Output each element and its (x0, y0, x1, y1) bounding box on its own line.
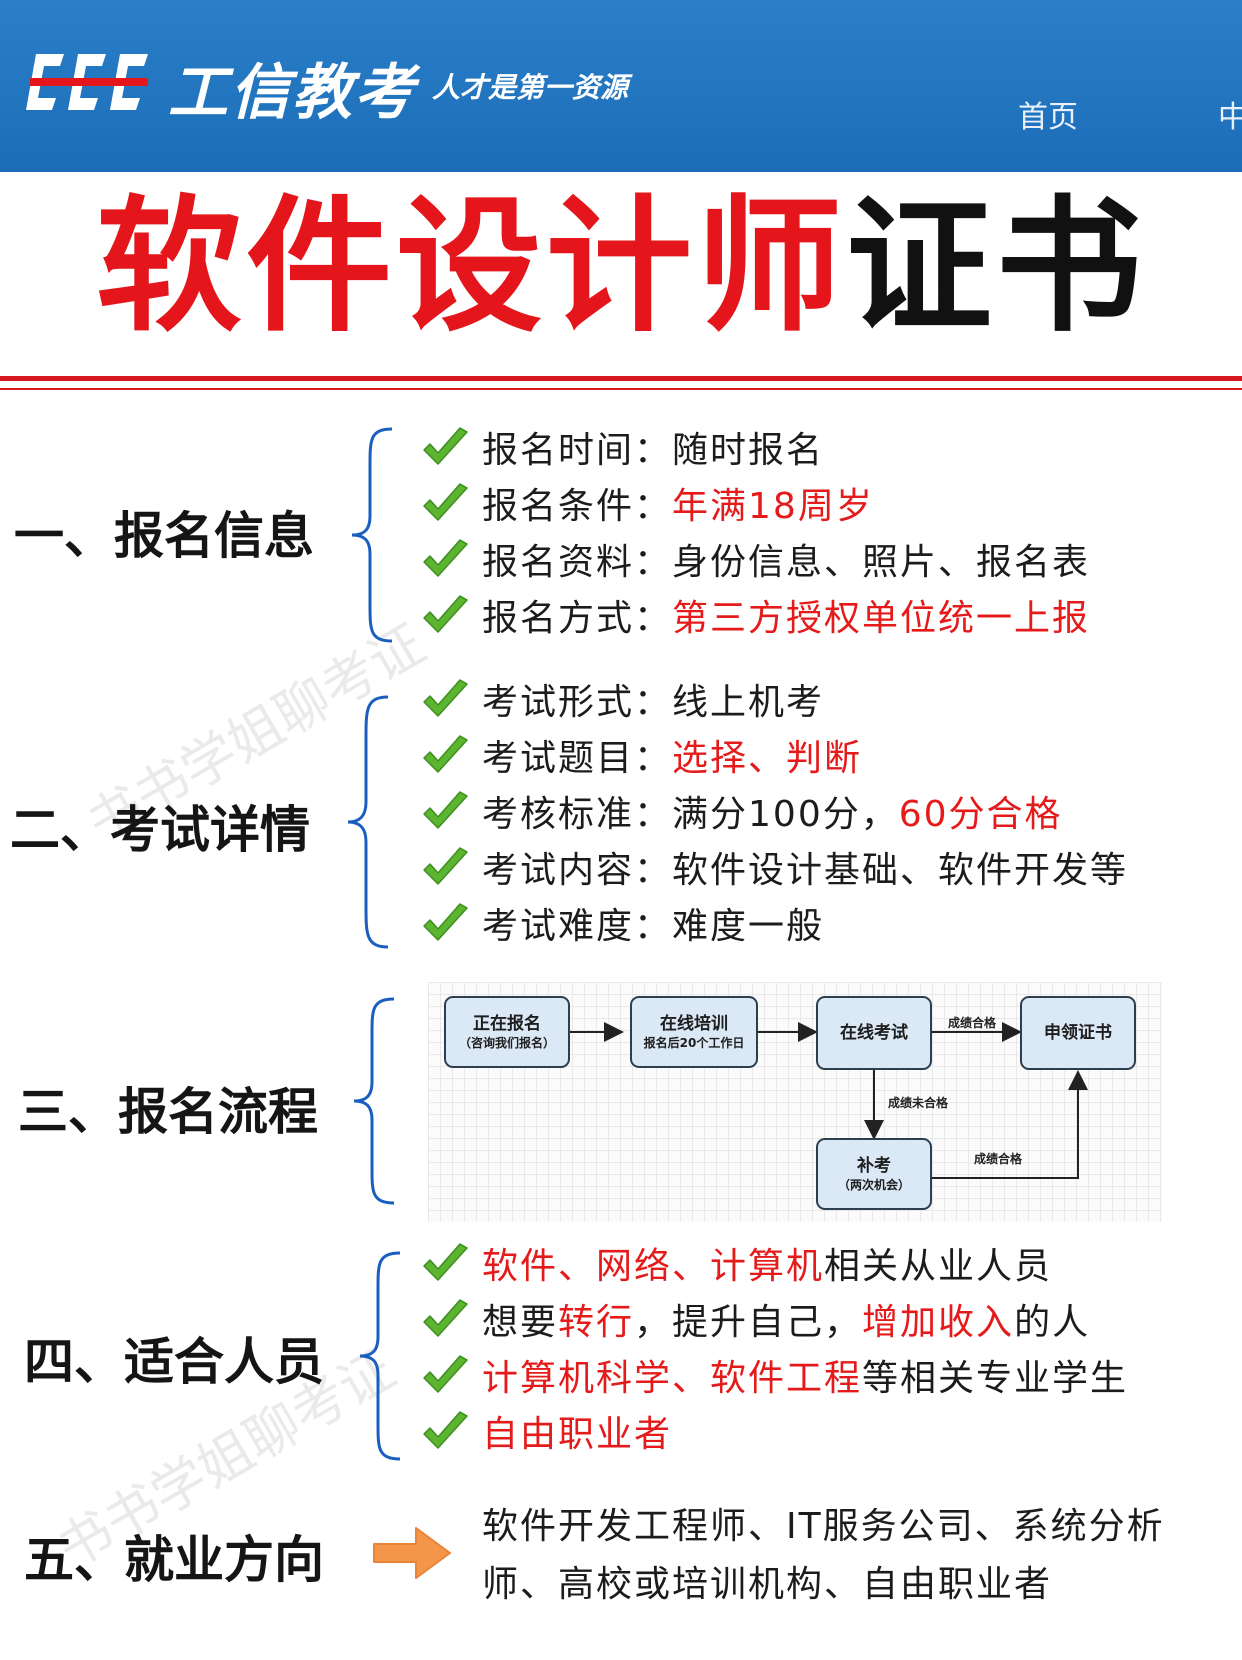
page-title-black: 证书 (846, 181, 1146, 352)
process-flowchart: 正在报名 （咨询我们报名） 在线培训 报名后20个工作日 在线考试 申领证书 补… (428, 982, 1162, 1222)
brand-slogan: 人才是第一资源 (432, 71, 629, 104)
item-value: 第三方授权单位统一上报 (672, 598, 1091, 639)
item-label: 考试内容： (482, 850, 673, 891)
check-icon (420, 902, 470, 946)
career-directions-text: 软件开发工程师、IT服务公司、系统分析师、高校或培训机构、自由职业者 (482, 1506, 1165, 1605)
item-label: 考试难度： (482, 906, 673, 947)
section-heading-registration: 一、报名信息 (14, 506, 314, 565)
title-divider-thin (0, 388, 1242, 390)
brace-icon (351, 427, 393, 643)
check-icon (420, 678, 470, 722)
check-icon (420, 1410, 470, 1454)
title-divider-thick (0, 376, 1242, 381)
page-title: 软件设计师证书 (0, 178, 1242, 356)
section-heading-suitable-people: 四、适合人员 (24, 1332, 324, 1391)
node-title: 申领证书 (1044, 1023, 1112, 1043)
item-value: 选择、判断 (672, 738, 863, 779)
nav-next-link[interactable]: 中 (1218, 100, 1242, 135)
flow-connectors (570, 1022, 1088, 1179)
item-text: 的人 (1014, 1302, 1091, 1343)
item-value: 身份信息、照片、报名表 (672, 542, 1091, 583)
node-title: 补考 (857, 1156, 891, 1176)
item-value: 难度一般 (672, 906, 825, 947)
item-value: 随时报名 (672, 430, 825, 471)
check-icon (420, 734, 470, 778)
node-title: 正在报名 (473, 1014, 541, 1034)
flow-node-train: 在线培训 报名后20个工作日 (630, 996, 758, 1068)
item-highlight: 自由职业者 (482, 1414, 673, 1455)
flow-node-apply: 正在报名 （咨询我们报名） (444, 996, 570, 1068)
list-item: 考试形式：线上机考 (420, 676, 824, 730)
list-item: 考试题目：选择、判断 (420, 732, 862, 786)
flow-node-exam: 在线考试 (816, 996, 932, 1070)
check-icon (420, 538, 470, 582)
item-value: 线上机考 (672, 682, 825, 723)
brace-icon (347, 695, 389, 949)
section-heading-process: 三、报名流程 (18, 1082, 318, 1141)
header-bar: 工信教考 人才是第一资源 首页 中 (0, 0, 1242, 172)
node-subtitle: （咨询我们报名） (458, 1036, 555, 1050)
node-title: 在线考试 (840, 1023, 908, 1043)
brace-icon (353, 997, 395, 1205)
list-item: 考核标准：满分100分，60分合格 (420, 788, 1063, 842)
page-title-red: 软件设计师 (96, 181, 846, 352)
item-label: 报名方式： (482, 598, 673, 639)
section-heading-exam-details: 二、考试详情 (10, 800, 310, 859)
item-label: 考试题目： (482, 738, 673, 779)
list-item: 报名时间：随时报名 (420, 424, 824, 478)
item-text: 等相关专业学生 (862, 1358, 1129, 1399)
check-icon (420, 1354, 470, 1398)
item-label: 考核标准： (482, 794, 673, 835)
item-value: 年满18周岁 (672, 486, 874, 527)
item-text: 想要 (482, 1302, 559, 1343)
flow-node-retake: 补考 （两次机会） (816, 1138, 932, 1210)
list-item: 报名方式：第三方授权单位统一上报 (420, 592, 1090, 646)
flow-node-cert: 申领证书 (1020, 996, 1136, 1070)
item-highlight: 计算机科学、软件工程 (482, 1358, 863, 1399)
item-highlight: 增加收入 (862, 1302, 1015, 1343)
list-item: 报名条件：年满18周岁 (420, 480, 874, 534)
item-label: 考试形式： (482, 682, 673, 723)
list-item: 计算机科学、软件工程等相关专业学生 (420, 1352, 1128, 1406)
item-highlight: 软件、网络、计算机 (482, 1246, 825, 1287)
item-text: ，提升自己， (634, 1302, 863, 1343)
item-highlight: 转行 (558, 1302, 635, 1343)
list-item: 自由职业者 (420, 1408, 672, 1462)
list-item: 软件、网络、计算机相关从业人员 (420, 1240, 1052, 1294)
list-item: 考试内容：软件设计基础、软件开发等 (420, 844, 1128, 898)
list-item: 想要转行，提升自己，增加收入的人 (420, 1296, 1090, 1350)
check-icon (420, 790, 470, 834)
check-icon (420, 1298, 470, 1342)
check-icon (420, 1242, 470, 1286)
brace-icon (359, 1251, 401, 1461)
check-icon (420, 426, 470, 470)
edge-label-fail: 成绩未合格 (888, 1096, 949, 1110)
item-value: 满分100分， (672, 794, 899, 835)
item-value: 软件设计基础、软件开发等 (672, 850, 1129, 891)
edge-label-retake-pass: 成绩合格 (974, 1152, 1023, 1166)
node-subtitle: （两次机会） (837, 1178, 910, 1192)
section-heading-career: 五、就业方向 (24, 1530, 324, 1589)
node-title: 在线培训 (660, 1014, 728, 1034)
brand-name: 工信教考 (168, 58, 416, 128)
check-icon (420, 846, 470, 890)
list-item: 考试难度：难度一般 (420, 900, 824, 954)
item-value-highlight: 60分合格 (898, 794, 1063, 835)
item-label: 报名条件： (482, 486, 673, 527)
item-text: 相关从业人员 (824, 1246, 1053, 1287)
node-subtitle: 报名后20个工作日 (643, 1036, 745, 1050)
nav-home-link[interactable]: 首页 (1018, 100, 1078, 135)
item-label: 报名资料： (482, 542, 673, 583)
item-label: 报名时间： (482, 430, 673, 471)
check-icon (420, 482, 470, 526)
edge-label-pass: 成绩合格 (948, 1016, 997, 1030)
arrow-right-icon (373, 1527, 451, 1579)
check-icon (420, 594, 470, 638)
list-item: 报名资料：身份信息、照片、报名表 (420, 536, 1090, 590)
cec-logo-icon[interactable] (22, 48, 154, 116)
edge-retake-cert (932, 1070, 1088, 1179)
